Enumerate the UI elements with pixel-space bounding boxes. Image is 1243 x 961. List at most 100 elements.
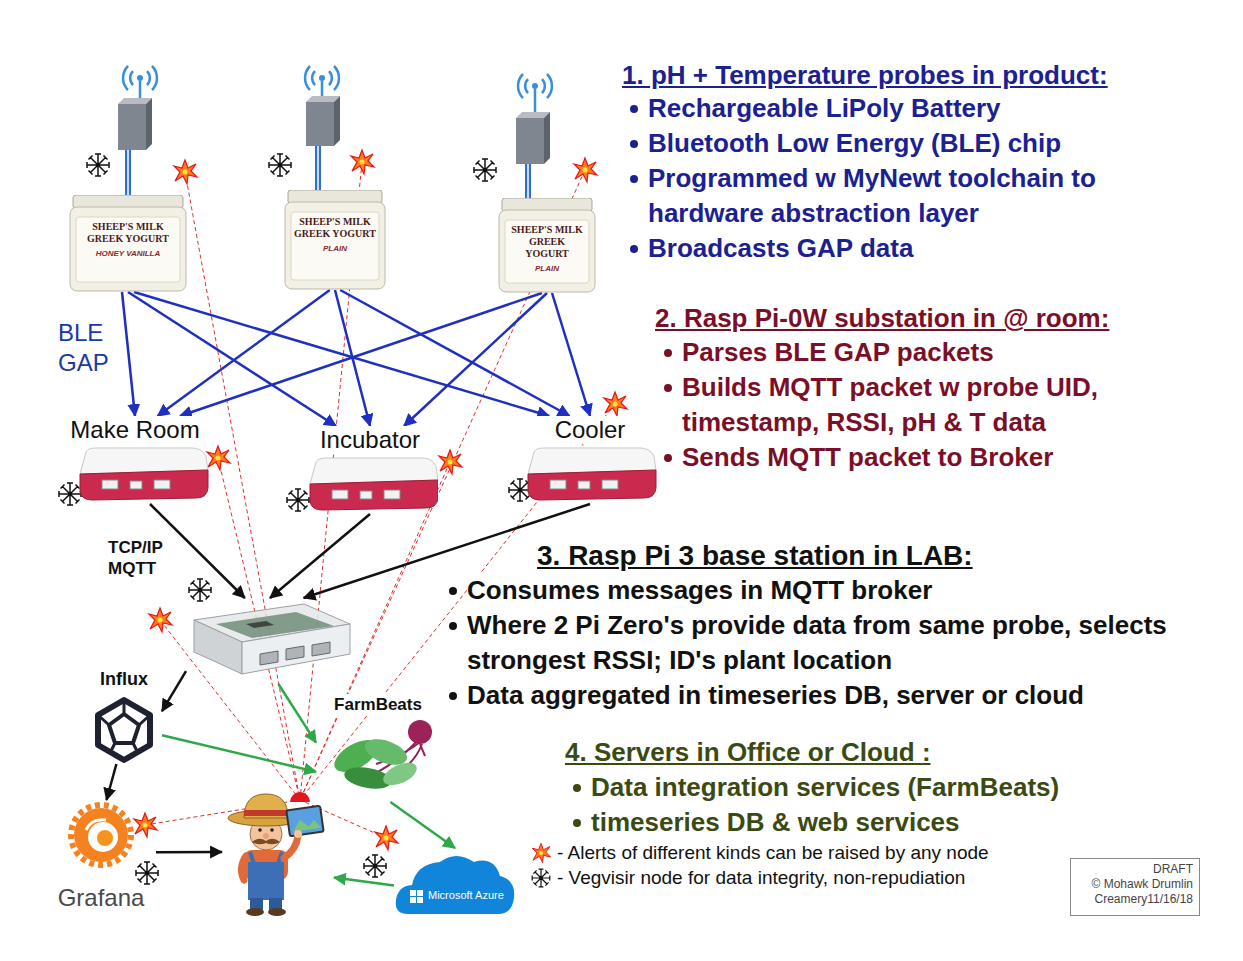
connector-arrow bbox=[552, 293, 590, 416]
jar-art-holder bbox=[68, 195, 188, 296]
farmer-figure bbox=[250, 852, 282, 864]
probe-box bbox=[118, 96, 550, 164]
probe-box bbox=[146, 98, 152, 150]
bullet-dot bbox=[630, 175, 638, 183]
connector-arrow bbox=[278, 684, 316, 743]
vegvisir-symbols bbox=[269, 154, 291, 176]
bullet-dot bbox=[630, 140, 638, 148]
connector-arrow bbox=[122, 292, 135, 416]
alert-stars bbox=[574, 158, 597, 182]
probe-cable bbox=[315, 146, 321, 194]
pi3-case bbox=[186, 598, 354, 684]
connector-arrow bbox=[158, 290, 330, 416]
probe-cable bbox=[127, 150, 129, 200]
bullet-dot bbox=[664, 349, 672, 357]
influx-icon bbox=[98, 700, 150, 760]
alert-stars bbox=[174, 160, 197, 184]
service-label: Grafana bbox=[46, 883, 156, 913]
vegvisir-symbols bbox=[59, 154, 531, 884]
pi3-case bbox=[246, 621, 274, 628]
azure-cloud-shape bbox=[394, 848, 516, 916]
label-slot: 2. Rasp Pi-0W substation in @ room: bbox=[655, 301, 1240, 336]
bullet-dot bbox=[630, 245, 638, 253]
bullet-dot bbox=[449, 692, 457, 700]
pi-case bbox=[310, 458, 438, 510]
bullet-text: Builds MQTT packet w probe UID, timestam… bbox=[682, 370, 1202, 440]
connector-arrow bbox=[107, 764, 117, 800]
bullet-text: Data aggregated in timeseries DB, server… bbox=[467, 678, 1084, 713]
pi3-case bbox=[242, 624, 350, 674]
farmer-figure bbox=[286, 806, 323, 836]
draft-credit: © Mohawk Drumlin Creamery11/16/18 bbox=[1077, 877, 1193, 907]
influx-icon bbox=[109, 714, 139, 743]
alert-stars bbox=[351, 150, 374, 174]
bullet-dot bbox=[573, 784, 581, 792]
alert-stars bbox=[375, 826, 398, 850]
service-label: FarmBeats bbox=[316, 694, 440, 716]
connector-arrow bbox=[156, 851, 222, 854]
farmer-figure bbox=[292, 817, 321, 832]
vegvisir-symbols bbox=[287, 489, 309, 511]
grafana-logo bbox=[88, 822, 118, 852]
farmer-figure bbox=[246, 908, 264, 916]
beet-illustration bbox=[420, 744, 425, 756]
jar-flavor: HONEY VANILLA bbox=[78, 248, 178, 259]
azure-cloud-shape bbox=[417, 897, 423, 903]
pi-case bbox=[130, 481, 142, 489]
azure-art-holder bbox=[394, 848, 516, 920]
probe-cable bbox=[527, 164, 529, 202]
probe-cable bbox=[125, 150, 131, 200]
jar-art bbox=[505, 220, 589, 283]
bullet-text: Broadcasts GAP data bbox=[648, 231, 913, 266]
label-slot: Sends MQTT packet to Broker bbox=[682, 440, 1227, 475]
label-slot: 4. Servers in Office or Cloud : bbox=[565, 735, 1205, 770]
label-slot: Programmed w MyNewt toolchain to hardwar… bbox=[648, 161, 1173, 231]
probe-box bbox=[118, 98, 152, 104]
connector-arrow bbox=[162, 671, 186, 711]
antenna-icon bbox=[305, 66, 339, 96]
draft-box: DRAFT© Mohawk Drumlin Creamery11/16/18 bbox=[1070, 858, 1200, 916]
pi-case bbox=[310, 480, 438, 510]
farmer-figure bbox=[268, 908, 286, 916]
label-slot: 1. pH + Temperature probes in product: bbox=[622, 58, 1232, 93]
jar-flavor: PLAIN bbox=[507, 263, 587, 274]
legend-text: - Vegvisir node for data integrity, non-… bbox=[557, 866, 965, 890]
label-slot: Broadcasts GAP data bbox=[648, 231, 1218, 266]
draft-label: DRAFT bbox=[1077, 862, 1193, 877]
bullet-text: Consumes messages in MQTT broker bbox=[467, 573, 932, 608]
vegvisir-symbols bbox=[87, 154, 109, 176]
farmer-figure bbox=[294, 830, 302, 838]
bullet-dot bbox=[664, 454, 672, 462]
jar-art bbox=[285, 202, 385, 289]
connector-arrow bbox=[162, 735, 316, 772]
room-label: Make Room bbox=[60, 416, 210, 444]
label-slot: Bluetooth Low Energy (BLE) chip bbox=[648, 126, 1218, 161]
farmer-figure bbox=[248, 862, 284, 900]
label-slot: Data integration services (FarmBeats) bbox=[591, 770, 1221, 805]
pi-case bbox=[80, 470, 208, 500]
base-art-holder bbox=[186, 598, 354, 688]
probe-jar: SHEEP'S MILK GREEK YOGURTPLAIN bbox=[283, 190, 387, 290]
legend-slot: - Vegvisir node for data integrity, non-… bbox=[557, 866, 1062, 890]
connector-arrow bbox=[404, 293, 547, 426]
farmer-figure bbox=[258, 828, 262, 832]
substation-pi: Make Room bbox=[60, 416, 210, 504]
jar-art bbox=[70, 207, 186, 291]
service-label: Influx bbox=[86, 668, 162, 690]
grafana-dashboard: Grafana bbox=[46, 800, 156, 916]
probe-jar: SHEEP'S MILK GREEK YOGURTHONEY VANILLA bbox=[68, 195, 188, 292]
protocol-label: BLE GAP bbox=[58, 318, 116, 378]
farmer-figure bbox=[263, 833, 269, 839]
alert-stars bbox=[149, 608, 172, 632]
beet-illustration bbox=[408, 720, 432, 744]
legend-slot: - Alerts of different kinds can be raise… bbox=[557, 841, 1062, 865]
probe-cable bbox=[525, 164, 531, 202]
bullet-text: timeseries DB & web services bbox=[591, 805, 960, 840]
farmer-figure bbox=[252, 839, 280, 845]
vegvisir-symbols bbox=[136, 862, 158, 884]
farmer-figure bbox=[244, 794, 288, 818]
bullet-dot bbox=[630, 105, 638, 113]
alert-stars bbox=[604, 392, 627, 416]
farmer-figure bbox=[290, 792, 310, 802]
